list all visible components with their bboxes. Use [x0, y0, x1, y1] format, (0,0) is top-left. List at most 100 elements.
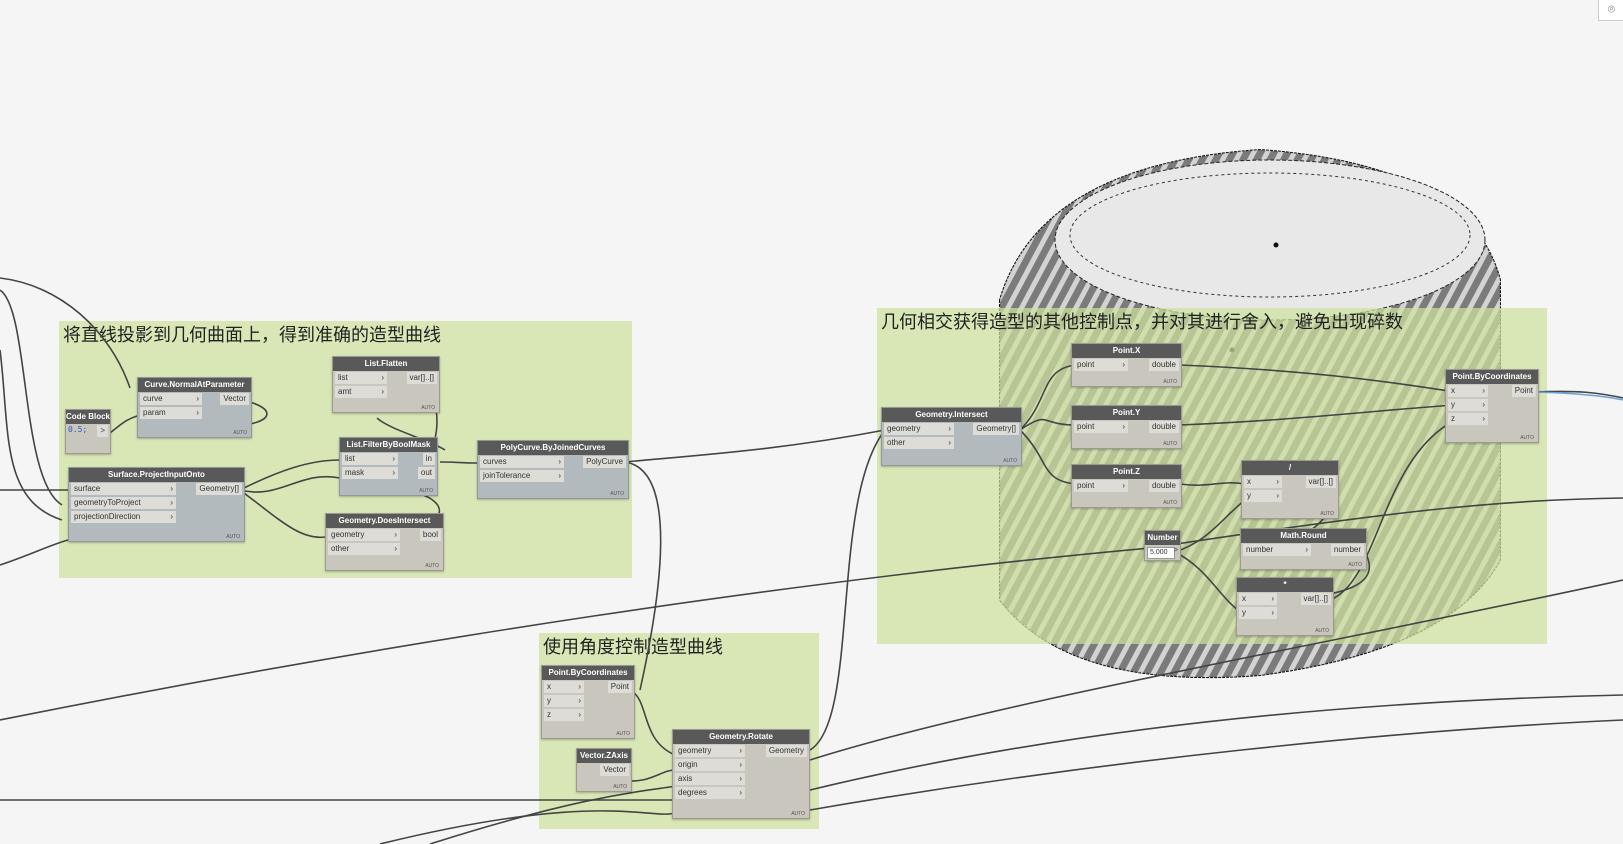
output-port[interactable]: PolyCurve: [583, 456, 626, 468]
input-port-x[interactable]: x›: [1239, 593, 1277, 605]
output-port[interactable]: Vector: [220, 393, 249, 405]
lacing-badge[interactable]: AUTO: [1348, 562, 1362, 568]
input-port-point[interactable]: point›: [1074, 480, 1128, 492]
vector-zaxis-node[interactable]: Vector.ZAxis Vector AUTO: [576, 748, 632, 792]
output-port[interactable]: var[]..[]: [1300, 593, 1331, 605]
lacing-badge[interactable]: AUTO: [1320, 511, 1334, 517]
input-port-z[interactable]: z›: [544, 709, 584, 721]
output-port[interactable]: number: [1330, 544, 1364, 556]
input-port-axis[interactable]: axis›: [675, 773, 745, 785]
geometry-intersect-node[interactable]: Geometry.Intersect geometry›Geometry[] o…: [881, 407, 1022, 466]
output-port[interactable]: double: [1148, 480, 1179, 492]
math-round-node[interactable]: Math.Round number›number AUTO: [1240, 528, 1367, 570]
input-port-other[interactable]: other›: [328, 543, 400, 555]
input-port-other[interactable]: other›: [884, 437, 954, 449]
lacing-badge[interactable]: AUTO: [226, 534, 240, 540]
input-port-degrees[interactable]: degrees›: [675, 787, 745, 799]
lacing-badge[interactable]: AUTO: [425, 563, 439, 569]
lacing-badge[interactable]: AUTO: [1315, 628, 1329, 634]
output-port[interactable]: Vector: [600, 764, 629, 776]
input-port-surface[interactable]: surface›: [71, 483, 176, 495]
input-port-point[interactable]: point›: [1074, 421, 1128, 433]
polycurve-by-joined-curves-node[interactable]: PolyCurve.ByJoinedCurves curves›PolyCurv…: [477, 440, 629, 499]
lacing-badge[interactable]: AUTO: [1163, 441, 1177, 447]
lacing-badge[interactable]: AUTO: [1163, 379, 1177, 385]
port-arrow-icon: ›: [381, 387, 384, 396]
lacing-badge[interactable]: AUTO: [610, 491, 624, 497]
group-intersect-points[interactable]: 几何相交获得造型的其他控制点，并对其进行舍入，避免出现碎数: [877, 308, 1547, 644]
lacing-badge[interactable]: AUTO: [613, 784, 627, 790]
geometry-does-intersect-node[interactable]: Geometry.DoesIntersect geometry› bool oth…: [325, 513, 444, 571]
lacing-badge[interactable]: AUTO: [421, 405, 435, 411]
input-port-curves[interactable]: curves›: [480, 456, 564, 468]
code-block-node[interactable]: Code Block 0.5; >: [65, 409, 111, 454]
input-port-mask[interactable]: mask›: [342, 467, 398, 479]
point-z-node[interactable]: Point.Z point›double AUTO: [1071, 464, 1182, 508]
input-port-y[interactable]: y›: [1244, 490, 1282, 502]
input-port-number[interactable]: number›: [1243, 544, 1311, 556]
input-port-list[interactable]: list›: [342, 453, 398, 465]
camera-icon[interactable]: ⌾: [1598, 0, 1623, 21]
point-x-node[interactable]: Point.X point›double AUTO: [1071, 343, 1182, 387]
input-port-geometry[interactable]: geometry›: [328, 529, 400, 541]
lacing-badge[interactable]: AUTO: [616, 731, 630, 737]
input-port-param[interactable]: param›: [140, 407, 202, 419]
lacing-badge[interactable]: AUTO: [791, 811, 805, 817]
code-text[interactable]: 0.5;: [68, 425, 88, 434]
output-port[interactable]: var[]..[]: [406, 372, 437, 384]
curve-normal-at-parameter-node[interactable]: Curve.NormalAtParameter curve›Vector par…: [137, 377, 252, 438]
input-port-z[interactable]: z›: [1448, 413, 1488, 425]
output-port[interactable]: bool: [419, 529, 441, 541]
input-port-y[interactable]: y›: [1239, 607, 1277, 619]
output-port[interactable]: double: [1148, 359, 1179, 371]
lacing-badge[interactable]: AUTO: [233, 430, 247, 436]
input-port-geometry[interactable]: geometry›: [884, 423, 954, 435]
point-by-coordinates-node-right[interactable]: Point.ByCoordinates x›Point y› z› AUTO: [1445, 369, 1539, 443]
output-port[interactable]: Point: [1511, 385, 1536, 397]
port-arrow-icon: ›: [170, 498, 173, 507]
output-port[interactable]: Geometry[]: [196, 483, 242, 495]
point-y-node[interactable]: Point.Y point›double AUTO: [1071, 405, 1182, 449]
input-port-amt[interactable]: amt›: [335, 386, 387, 398]
input-port-point[interactable]: point›: [1074, 359, 1128, 371]
input-port-join-tolerance[interactable]: joinTolerance›: [480, 470, 564, 482]
input-port-x[interactable]: x›: [544, 681, 584, 693]
number-value-input[interactable]: 5.000: [1147, 547, 1175, 559]
lacing-badge[interactable]: AUTO: [1163, 500, 1177, 506]
input-port-y[interactable]: y›: [544, 695, 584, 707]
output-port[interactable]: Geometry: [765, 745, 807, 757]
output-port[interactable]: >: [1173, 547, 1178, 554]
node-title: Geometry.Rotate: [673, 730, 809, 744]
output-port[interactable]: >: [97, 425, 108, 437]
output-port[interactable]: double: [1148, 421, 1179, 433]
input-port-geometry-to-project[interactable]: geometryToProject›: [71, 497, 176, 509]
lacing-badge[interactable]: AUTO: [419, 488, 433, 494]
input-port-x[interactable]: x›: [1448, 385, 1488, 397]
divide-node[interactable]: / x›var[]..[] y› AUTO: [1241, 460, 1339, 519]
surface-project-input-onto-node[interactable]: Surface.ProjectInputOnto surface›Geometr…: [68, 467, 245, 542]
input-port-y[interactable]: y›: [1448, 399, 1488, 411]
input-port-geometry[interactable]: geometry›: [675, 745, 745, 757]
input-port-projection-direction[interactable]: projectionDirection›: [71, 511, 176, 523]
lacing-badge[interactable]: AUTO: [1520, 435, 1534, 441]
port-arrow-icon: ›: [1122, 360, 1125, 369]
output-port-in[interactable]: in: [422, 453, 435, 465]
input-port-curve[interactable]: curve›: [140, 393, 202, 405]
geometry-rotate-node[interactable]: Geometry.Rotate geometry› Geometry origin…: [672, 729, 810, 819]
list-filter-by-bool-mask-node[interactable]: List.FilterByBoolMask list›in mask›out A…: [339, 437, 438, 496]
output-port[interactable]: Point: [607, 681, 632, 693]
point-by-coordinates-node-bottom[interactable]: Point.ByCoordinates x›Point y› z› AUTO: [541, 665, 635, 739]
input-port-origin[interactable]: origin›: [675, 759, 745, 771]
output-port[interactable]: var[]..[]: [1305, 476, 1336, 488]
output-port[interactable]: Geometry[]: [973, 423, 1019, 435]
multiply-node[interactable]: * x›var[]..[] y› AUTO: [1236, 577, 1334, 636]
port-arrow-icon: ›: [1482, 386, 1485, 395]
input-port-x[interactable]: x›: [1244, 476, 1282, 488]
number-node[interactable]: Number 5.000 >: [1144, 530, 1181, 561]
input-port-list[interactable]: list›: [335, 372, 387, 384]
output-port-out[interactable]: out: [417, 467, 435, 479]
node-title: Geometry.DoesIntersect: [326, 514, 443, 528]
list-flatten-node[interactable]: List.Flatten list›var[]..[] amt› AUTO: [332, 356, 440, 413]
lacing-badge[interactable]: AUTO: [1003, 458, 1017, 464]
port-arrow-icon: ›: [392, 454, 395, 463]
